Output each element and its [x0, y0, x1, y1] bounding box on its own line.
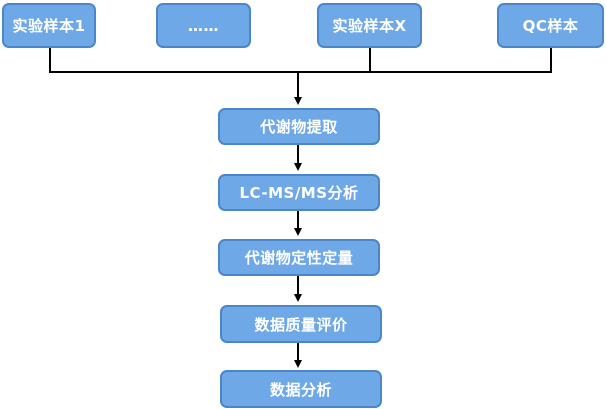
sample-node-ellipsis: ……	[156, 3, 251, 48]
sample-node-x: 实验样本X	[317, 3, 422, 48]
step-data-quality-evaluation: 数据质量评价	[220, 305, 382, 343]
step-metabolite-extraction: 代谢物提取	[218, 108, 380, 145]
step-metabolite-quantification: 代谢物定性定量	[218, 239, 380, 276]
step-lcms-analysis: LC-MS/MS分析	[218, 174, 380, 211]
qc-sample-node: QC样本	[497, 3, 604, 48]
step-data-analysis: 数据分析	[220, 370, 382, 408]
sample-node-1: 实验样本1	[2, 3, 96, 48]
